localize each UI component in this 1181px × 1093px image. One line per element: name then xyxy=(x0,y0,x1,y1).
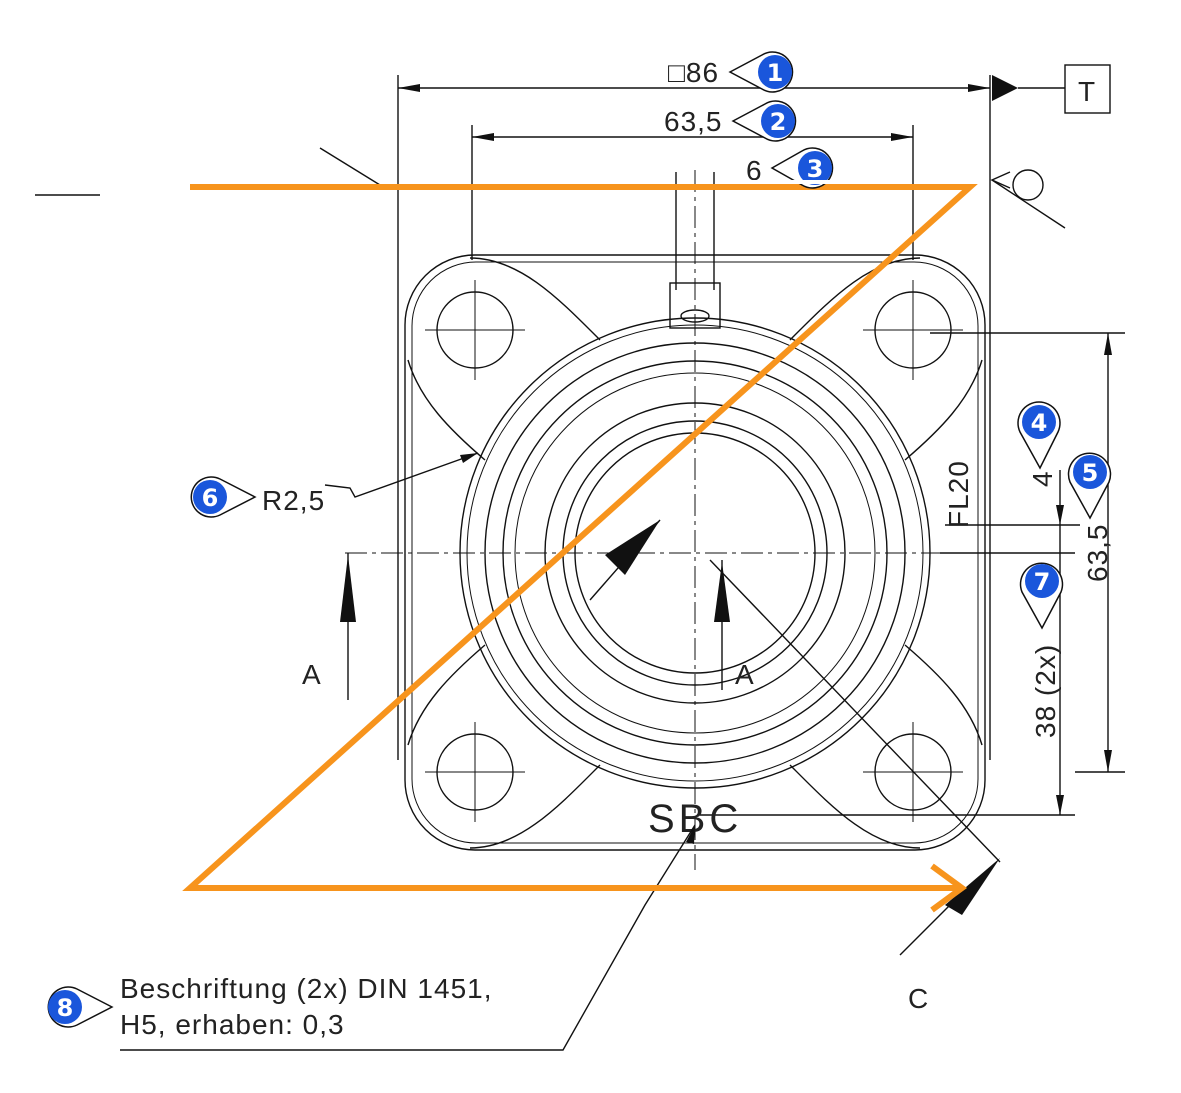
orange-path-overlay xyxy=(182,184,978,913)
flange-label: FL20 xyxy=(943,460,974,528)
section-arrows: A A C xyxy=(302,519,1001,1014)
note-line-1: Beschriftung (2x) DIN 1451, xyxy=(120,973,493,1004)
surface-symbol xyxy=(990,169,1066,229)
balloon-7-label: 7 xyxy=(1034,568,1051,596)
balloon-1: 1 xyxy=(728,51,794,93)
balloon-6-label: 6 xyxy=(202,484,219,512)
balloon-8-label: 8 xyxy=(57,994,74,1022)
center-lines xyxy=(345,170,940,870)
dimension-63-5-top: 63,5 6 xyxy=(472,106,913,186)
dim-right-small: 4 xyxy=(1027,470,1058,487)
balloon-2-label: 2 xyxy=(770,108,787,136)
balloon-3-label: 3 xyxy=(807,155,824,183)
datum-box xyxy=(1064,64,1111,114)
marking-text: SBC xyxy=(648,797,742,841)
dim-width-square: □86 xyxy=(668,57,719,88)
balloon-3: 3 xyxy=(740,147,850,189)
section-label-a-left: A xyxy=(302,659,322,690)
balloon-4: 4 xyxy=(1017,401,1061,470)
balloon-4-label: 4 xyxy=(1031,409,1048,437)
dim-hole-spacing-top: 63,5 xyxy=(664,106,723,137)
radius-label: R2,5 xyxy=(262,485,325,516)
dim-right-38: 38 (2x) xyxy=(1030,644,1061,738)
balloon-2: 2 xyxy=(731,100,797,142)
radius-callout: R2,5 xyxy=(262,452,479,516)
datum-label: T xyxy=(1078,76,1096,107)
right-dimensions: FL20 4 63,5 38 (2x) xyxy=(700,332,1125,816)
dim-top-small: 6 xyxy=(746,155,763,186)
balloon-8: 8 xyxy=(47,986,114,1028)
dimension-86: T □86 xyxy=(398,57,1111,114)
section-label-c: C xyxy=(908,983,929,1014)
balloon-1-label: 1 xyxy=(767,59,784,87)
balloon-5: 5 xyxy=(1067,452,1112,520)
balloon-7: 7 xyxy=(1019,562,1064,630)
note-line-2: H5, erhaben: 0,3 xyxy=(120,1009,345,1040)
marking-note: SBC Beschriftung (2x) DIN 1451, H5, erha… xyxy=(120,797,742,1051)
dim-hole-spacing-right: 63,5 xyxy=(1082,524,1113,583)
balloon-5-label: 5 xyxy=(1082,459,1099,487)
section-label-a-center: A xyxy=(735,659,755,690)
balloon-6: 6 xyxy=(190,476,257,518)
